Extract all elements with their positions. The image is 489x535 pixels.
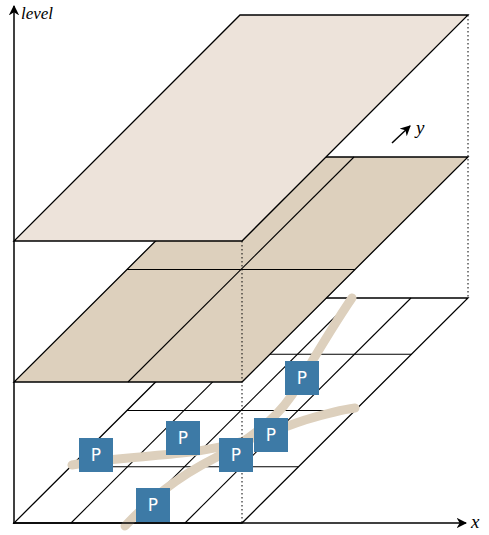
marker-letter: P	[148, 497, 158, 514]
marker-letter: P	[297, 370, 307, 387]
axis-label: level	[21, 5, 53, 22]
projection-line	[242, 241, 243, 523]
marker-letter: P	[231, 447, 241, 464]
grid-level-2	[14, 15, 468, 241]
parking-marker: P	[219, 438, 253, 472]
level-axis	[13, 6, 15, 524]
parking-marker: P	[285, 361, 319, 395]
parking-marker: P	[79, 438, 113, 472]
projection-line	[468, 15, 469, 298]
x-axis	[13, 522, 466, 524]
marker-letter: P	[178, 430, 188, 447]
axis-label: y	[416, 118, 424, 137]
parking-marker: P	[166, 421, 200, 455]
marker-letter: P	[91, 447, 101, 464]
axis-label: x	[471, 512, 479, 531]
y-axis	[392, 126, 410, 143]
parking-marker: P	[136, 488, 170, 522]
marker-letter: P	[266, 427, 276, 444]
parking-marker: P	[254, 418, 288, 452]
